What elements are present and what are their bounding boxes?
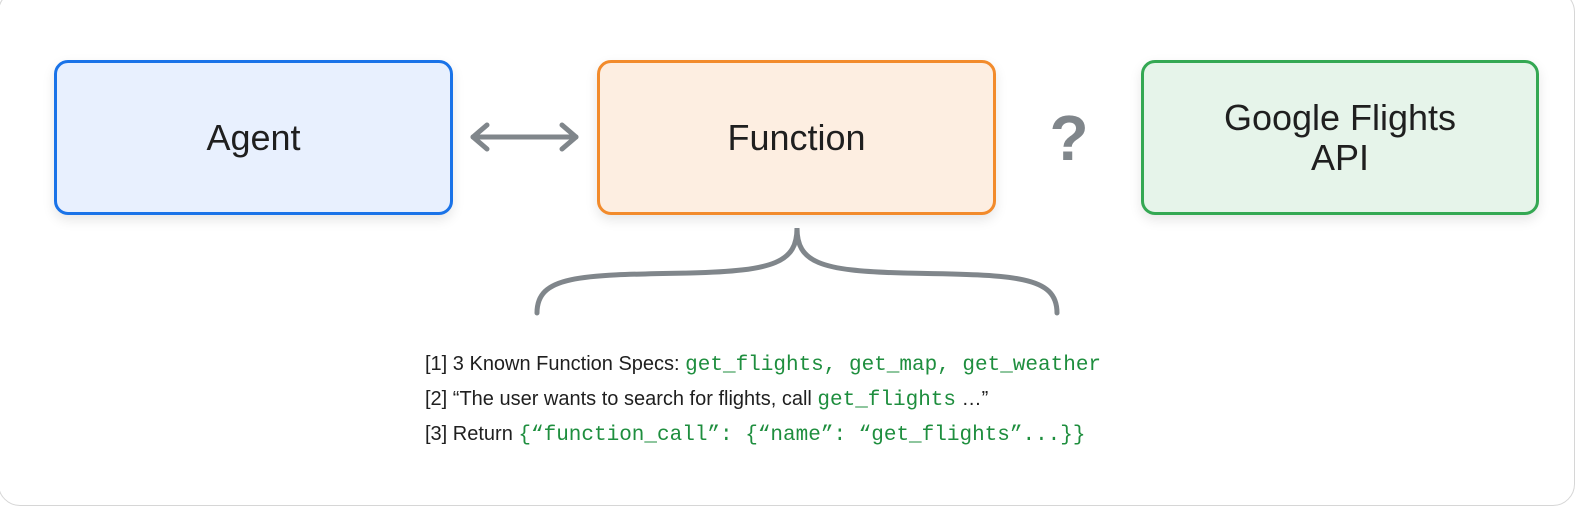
double-arrow-icon	[470, 122, 579, 152]
note-1-code: get_flights, get_map, get_weather	[685, 354, 1102, 377]
note-2-suffix: …”	[956, 388, 989, 410]
note-2-text: [2] “The user wants to search for flight…	[425, 388, 818, 410]
note-3: [3] Return {“function_call”: {“name”: “g…	[425, 417, 1101, 452]
note-3-text: [3] Return	[425, 423, 519, 445]
notes-list: [1] 3 Known Function Specs: get_flights,…	[425, 347, 1101, 452]
function-box: Function	[597, 60, 996, 215]
agent-box: Agent	[54, 60, 453, 215]
note-3-code: {“function_call”: {“name”: “get_flights”…	[518, 424, 1086, 447]
note-2-code: get_flights	[817, 389, 957, 412]
note-2: [2] “The user wants to search for flight…	[425, 382, 1101, 417]
google-flights-api-box: Google Flights API	[1141, 60, 1539, 215]
curly-brace-icon	[534, 227, 1060, 316]
note-1: [1] 3 Known Function Specs: get_flights,…	[425, 347, 1101, 382]
agent-label: Agent	[206, 116, 301, 158]
question-mark: ?	[1049, 102, 1089, 174]
api-label: Google Flights API	[1223, 96, 1457, 178]
function-label: Function	[727, 116, 866, 158]
note-1-text: [1] 3 Known Function Specs:	[425, 353, 686, 375]
